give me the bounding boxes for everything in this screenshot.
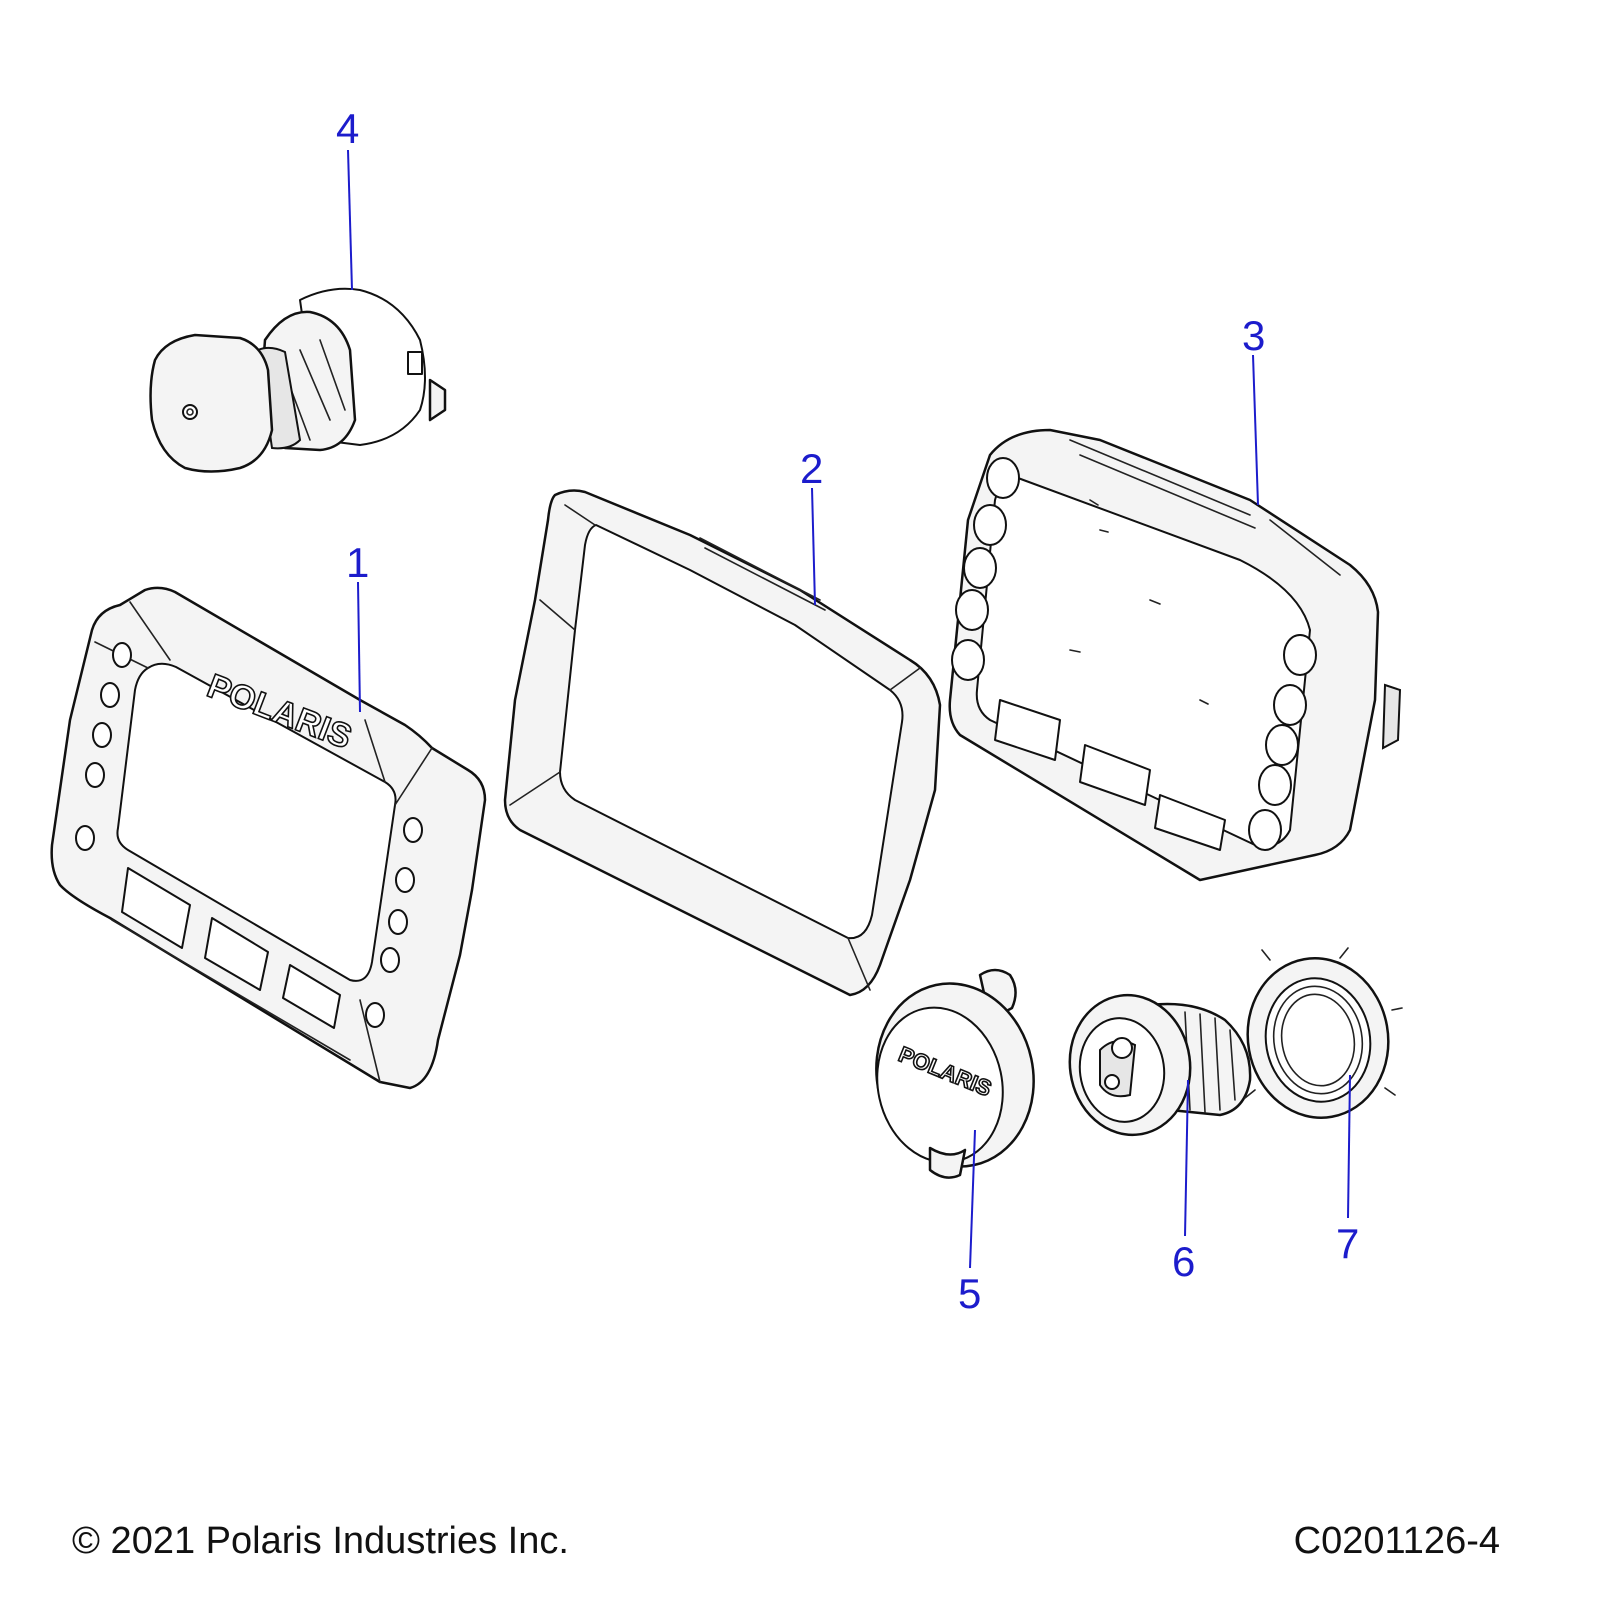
bezel-left-button-holes — [75, 642, 132, 851]
display-right-buttons — [1248, 634, 1317, 851]
bezel-right-button-holes — [365, 817, 423, 1028]
leader-7 — [1347, 1074, 1351, 1219]
part-7-nut — [1244, 947, 1403, 1119]
part-5-cap: POLARIS — [875, 968, 1035, 1179]
leader-lines — [347, 149, 1351, 1269]
part-4-key-switch — [149, 287, 447, 473]
part-3-display-unit — [948, 428, 1402, 882]
callout-3: 3 — [1242, 312, 1265, 359]
leader-5 — [969, 1129, 976, 1269]
bezel-lower-slots — [121, 867, 341, 1029]
leader-1 — [357, 581, 361, 713]
display-bottom-buttons — [994, 699, 1226, 851]
callout-5: 5 — [958, 1270, 981, 1317]
part-1-bezel: POLARIS — [50, 586, 487, 1090]
callout-labels: 1 2 3 4 5 6 7 — [336, 105, 1359, 1317]
display-left-buttons — [951, 457, 1020, 681]
copyright-notice: © 2021 Polaris Industries Inc. — [72, 1520, 569, 1562]
callout-7: 7 — [1336, 1220, 1359, 1267]
leader-4 — [347, 149, 353, 291]
drawing-number: C0201126-4 — [1293, 1520, 1500, 1562]
callout-6: 6 — [1172, 1238, 1195, 1285]
part-2-gasket — [503, 489, 942, 997]
part-6-socket — [1068, 993, 1252, 1137]
callout-2: 2 — [800, 445, 823, 492]
leader-6 — [1184, 1079, 1189, 1237]
leader-2 — [811, 487, 816, 606]
callout-4: 4 — [336, 105, 359, 152]
leader-3 — [1252, 354, 1259, 506]
callout-1: 1 — [346, 539, 369, 586]
